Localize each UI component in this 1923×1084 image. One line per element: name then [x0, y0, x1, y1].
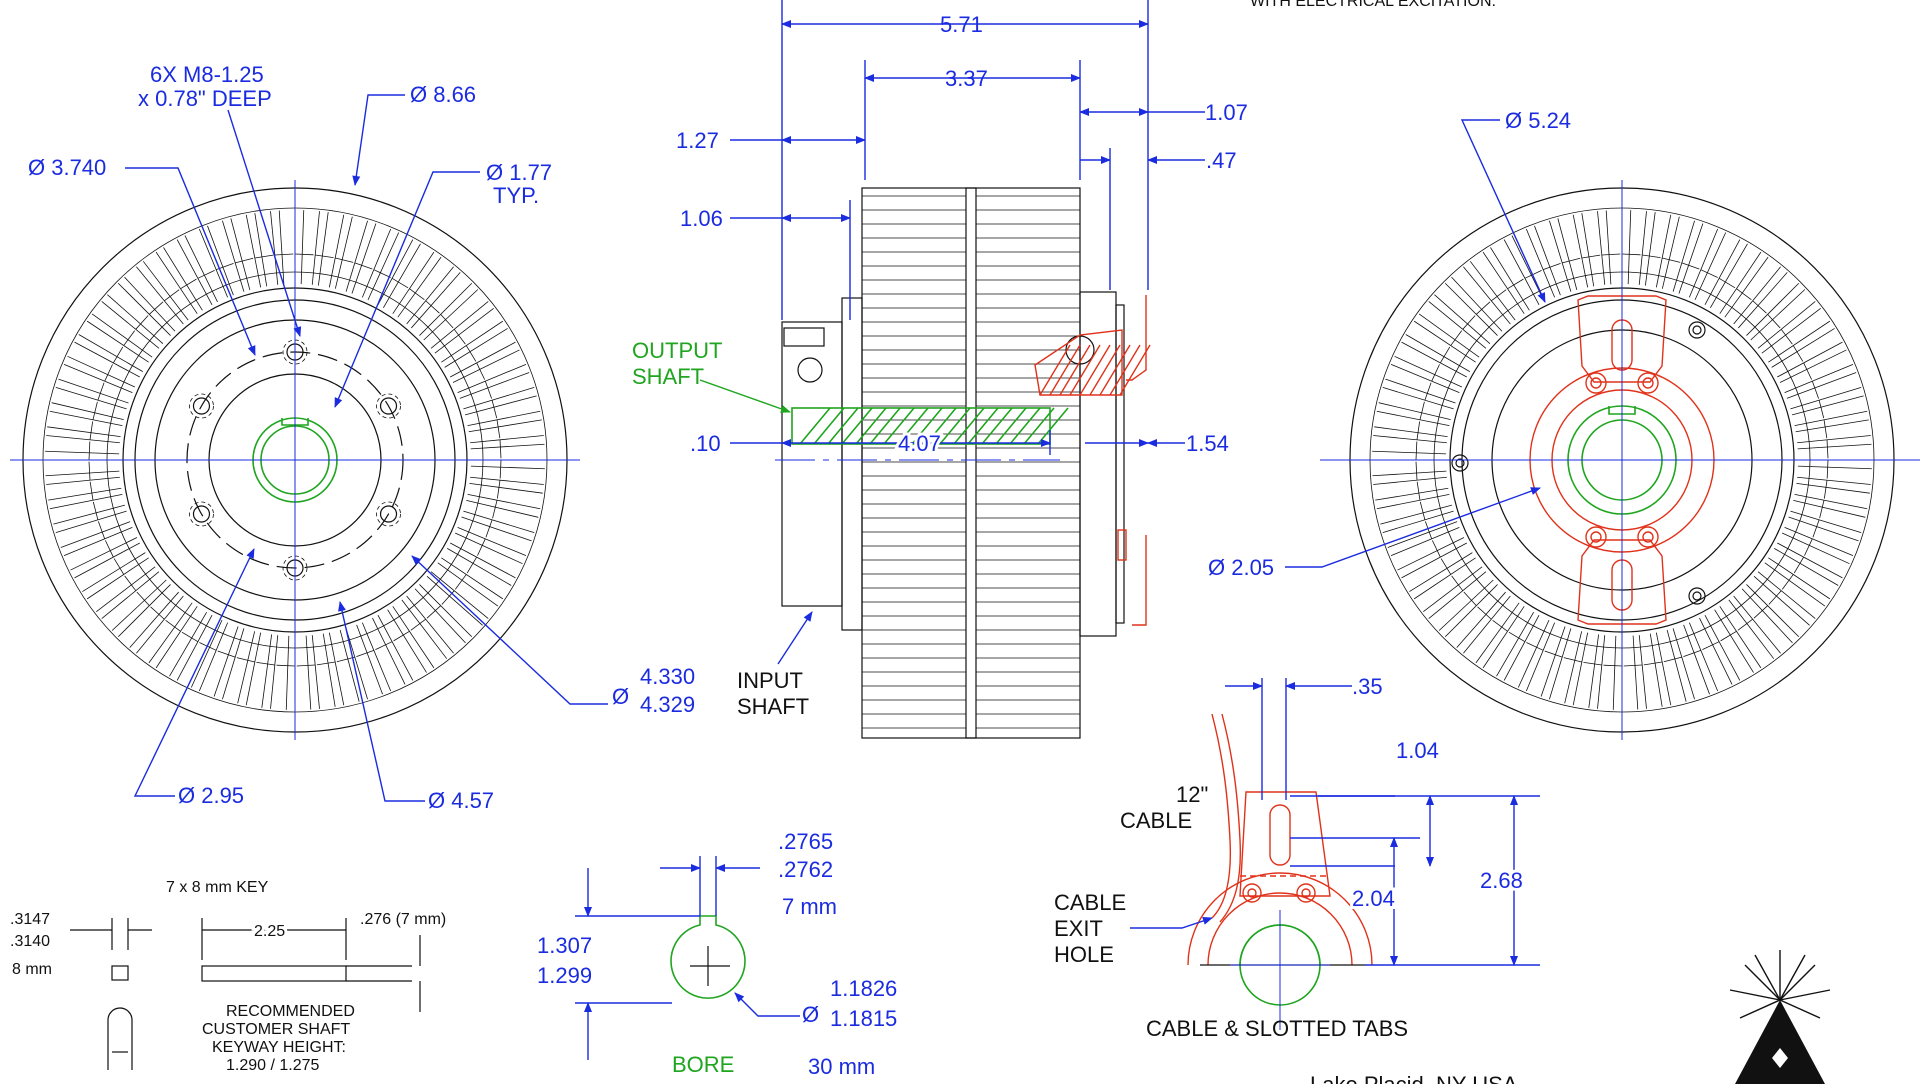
bore-slot-min: .2762 [778, 857, 833, 882]
bore-dia-min: 1.1815 [830, 1006, 897, 1031]
bore-height-max: 1.307 [537, 933, 592, 958]
dim-bolt-circle-symbol: Ø [612, 684, 629, 709]
bore-dia-symbol: Ø [802, 1002, 819, 1027]
dim-output-length: 4.07 [898, 431, 941, 456]
dim-hole-diameter: Ø 1.77 [486, 160, 552, 185]
bore-view [670, 915, 746, 999]
dim-flange-length: 1.07 [1205, 100, 1248, 125]
dim-flange-thickness: .47 [1206, 148, 1237, 173]
dim-hole-typ: TYP. [493, 183, 539, 208]
cable-label-2: CABLE [1120, 808, 1192, 833]
dim-shaft-length-2: 1.06 [680, 206, 723, 231]
front-view [10, 180, 580, 740]
key-title: 7 x 8 mm KEY [166, 879, 269, 896]
bore-title: BORE [672, 1052, 734, 1077]
side-view [775, 187, 1151, 739]
bore-slot-mm: 7 mm [782, 894, 837, 919]
key-width-mm: 8 mm [12, 961, 52, 978]
exit-label-1: CABLE [1054, 890, 1126, 915]
side-fins [862, 195, 1080, 729]
dim-bolt-circle-min: 4.329 [640, 692, 695, 717]
dim-outer-diameter: Ø 8.66 [410, 82, 476, 107]
snowflake-mountain-logo [1729, 950, 1831, 1084]
bore-dia-max: 1.1826 [830, 976, 897, 1001]
exit-label-2: EXIT [1054, 916, 1103, 941]
key-note-2: CUSTOMER SHAFT [202, 1021, 350, 1038]
bore-dia-mm: 30 mm [808, 1054, 875, 1079]
dim-overall-length: 5.71 [940, 12, 983, 37]
dim-tab-width: .35 [1352, 674, 1383, 699]
dim-tab-height: 2.04 [1352, 886, 1395, 911]
cooling-fins [45, 210, 545, 710]
dim-inner-diameter: Ø 2.95 [178, 783, 244, 808]
header-note: WITH ELECTRICAL EXCITATION. [1250, 0, 1496, 10]
shaft-hatching [799, 407, 1069, 445]
thread-callout-1: 6X M8-1.25 [150, 62, 264, 87]
output-shaft-label-2: SHAFT [632, 364, 704, 389]
bore-height-min: 1.299 [537, 963, 592, 988]
dim-rear-outer-diameter: Ø 5.24 [1505, 108, 1571, 133]
dim-offset: .10 [690, 431, 721, 456]
bore-slot-max: .2765 [778, 829, 833, 854]
dim-rear-center-diameter: Ø 2.05 [1208, 555, 1274, 580]
exit-label-3: HOLE [1054, 942, 1114, 967]
rear-view [1320, 180, 1920, 740]
dim-slot-height: 1.04 [1396, 738, 1439, 763]
key-height: .276 (7 mm) [360, 911, 446, 928]
thread-callout-2: x 0.78" DEEP [138, 86, 272, 111]
dim-face-diameter: Ø 4.57 [428, 788, 494, 813]
input-shaft-label-2: SHAFT [737, 694, 809, 719]
dim-rear-length: 1.54 [1186, 431, 1229, 456]
key-note-1: RECOMMENDED [226, 1003, 355, 1020]
dim-shaft-length-1: 1.27 [676, 128, 719, 153]
company-line: Lake Placid, NY USA [1310, 1072, 1518, 1084]
dim-pilot-diameter: Ø 3.740 [28, 155, 106, 180]
dim-body-length: 3.37 [945, 66, 988, 91]
cable-label-1: 12" [1176, 782, 1208, 807]
cable-view-title: CABLE & SLOTTED TABS [1146, 1016, 1408, 1041]
section-hatching [1039, 344, 1151, 396]
input-shaft-label-1: INPUT [737, 668, 803, 693]
key-length: 2.25 [254, 923, 285, 940]
key-width-min: .3140 [10, 933, 50, 950]
key-note-3: KEYWAY HEIGHT: [212, 1039, 346, 1056]
dim-total-height: 2.68 [1480, 868, 1523, 893]
cable-tab-view [1187, 713, 1373, 1030]
output-shaft-label-1: OUTPUT [632, 338, 722, 363]
key-width-max: .3147 [10, 911, 50, 928]
key-note-4: 1.290 / 1.275 [226, 1057, 320, 1074]
dim-bolt-circle-max: 4.330 [640, 664, 695, 689]
